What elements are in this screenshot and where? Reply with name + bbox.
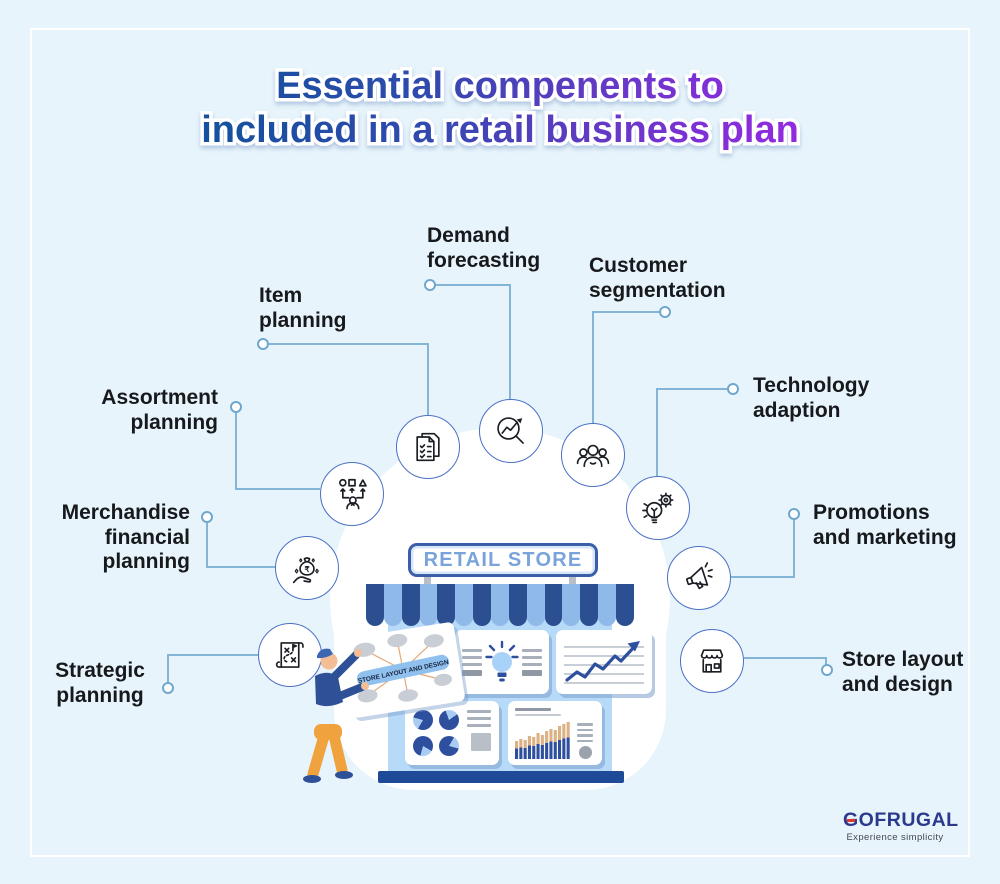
money-bag-hand-icon: ₹ (292, 557, 319, 584)
title-line-2: included in a retail business plan (201, 109, 799, 152)
connector-line (592, 311, 594, 423)
sign-post (569, 576, 576, 588)
connector-dot (257, 338, 269, 350)
retail-store-sign: RETAIL STORE (408, 543, 598, 577)
connector-dot (788, 508, 800, 520)
connector-line (658, 388, 733, 390)
lightbulb-icon (485, 640, 519, 682)
label-item-planning: Item planning (259, 284, 347, 332)
title-line-1: Essential compenents to (276, 65, 724, 107)
connector-line (744, 657, 827, 659)
shapes-person-icon (338, 478, 367, 510)
label-assortment-planning: Assortment planning (101, 386, 218, 434)
magnifier-trend-icon (497, 417, 524, 444)
connector-line (167, 654, 258, 656)
merchandise-financial-circle: ₹ (275, 536, 339, 600)
pie-grid (413, 710, 459, 756)
label-promotions-and-marketing: Promotions and marketing (813, 501, 957, 549)
bar-chart (515, 722, 570, 759)
label-merchandise-financial-planning: Merchandise financial planning (61, 501, 190, 574)
title-outline-layer: Essential compenents to included in a re… (0, 61, 1000, 155)
connector-dot (424, 279, 436, 291)
growth-chart-poster (556, 630, 652, 694)
bulb-gear-icon (642, 492, 674, 524)
technology-adaption-circle (626, 476, 690, 540)
brand-wordmark: GOFRUGAL (843, 809, 959, 831)
pie-charts-poster (405, 701, 499, 765)
svg-text:₹: ₹ (304, 565, 309, 574)
inner-border-frame (30, 28, 970, 857)
customer-segmentation-circle (561, 423, 625, 487)
megaphone-icon (686, 562, 713, 590)
label-demand-forecasting: Demand forecasting (427, 224, 541, 272)
connector-line (206, 517, 208, 568)
connector-line (430, 284, 511, 286)
store-base (378, 771, 624, 783)
assortment-planning-circle (320, 462, 384, 526)
connector-line (167, 654, 169, 688)
brand-tagline: Experience simplicity (846, 832, 944, 843)
connector-line (235, 407, 237, 490)
label-store-layout-and-design: Store layout and design (842, 648, 964, 696)
person-illustration (288, 640, 384, 788)
title-gradient-layer: Essential compenents to included in a re… (0, 64, 1000, 153)
storefront-icon (700, 649, 724, 673)
connector-dot (659, 306, 671, 318)
connector-line (509, 284, 511, 399)
connector-dot (727, 383, 739, 395)
label-technology-adaption: Technology adaption (753, 374, 870, 422)
connector-line (206, 566, 275, 568)
connector-dot (230, 401, 242, 413)
brand-red-bar (847, 818, 855, 822)
connector-line (656, 388, 658, 476)
item-planning-circle (396, 415, 460, 479)
strategy-scroll-icon (275, 642, 304, 668)
placeholder-dot (578, 746, 592, 759)
connector-dot (821, 664, 833, 676)
idea-poster (455, 630, 549, 694)
promotions-marketing-circle (667, 546, 731, 610)
retail-store-sign-text: RETAIL STORE (423, 548, 583, 571)
store-layout-circle (680, 629, 744, 693)
trend-arrow-chart (565, 641, 640, 682)
gofrugal-logo: GOFRUGAL Experience simplicity (843, 809, 959, 843)
store-awning (366, 584, 634, 626)
connector-line (731, 576, 795, 578)
bar-chart-poster (508, 701, 602, 765)
placeholder-image-block (471, 733, 491, 751)
label-strategic-planning: Strategic planning (55, 659, 145, 707)
connector-line (793, 514, 795, 578)
checklist-icon (416, 432, 440, 462)
sign-post (424, 576, 431, 588)
connector-line (235, 488, 320, 490)
connector-dot (162, 682, 174, 694)
strategic-planning-circle (258, 623, 322, 687)
label-customer-segmentation: Customer segmentation (589, 254, 726, 302)
store-layout-poster: STORE LAYOUT AND DESIGN (340, 621, 466, 719)
demand-forecasting-circle (479, 399, 543, 463)
connector-line (593, 311, 665, 313)
connector-dot (201, 511, 213, 523)
connector-line (825, 657, 827, 670)
connector-line (427, 343, 429, 415)
people-group-icon (576, 444, 610, 468)
connector-line (263, 343, 429, 345)
